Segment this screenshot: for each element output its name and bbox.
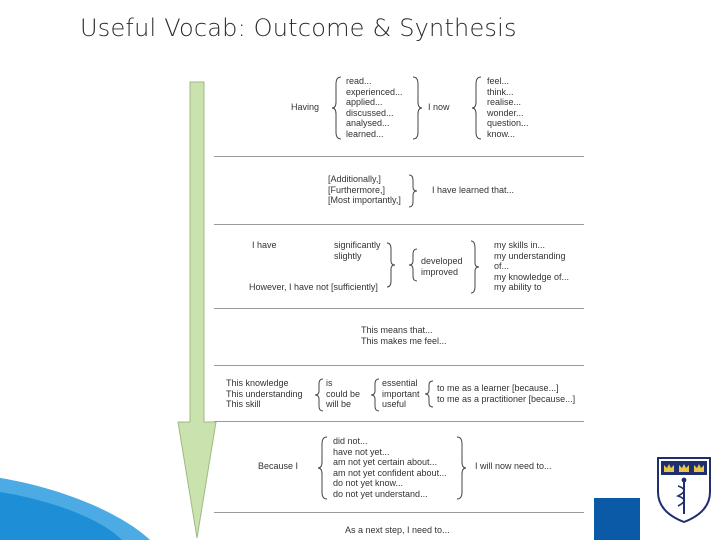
list-item: to me as a learner [because...] (437, 383, 559, 393)
because-label: Because I (258, 461, 299, 471)
list-item: to me as a practitioner [because...] (437, 393, 576, 404)
list-item: This makes me feel... (361, 335, 447, 346)
right-brace-icon (408, 174, 418, 208)
right-brace-icon (412, 76, 422, 140)
list-item: [Furthermore,] (328, 184, 386, 195)
list-item: have not yet... (333, 446, 390, 457)
list-item: could be (326, 388, 361, 399)
list-item: am not yet certain about... (333, 457, 438, 468)
list-item: realise... (487, 97, 522, 108)
row-divider (214, 156, 584, 157)
i-now-label: I now (428, 102, 450, 112)
left-brace-icon (472, 76, 482, 140)
left-brace-icon (408, 248, 418, 282)
left-brace-icon (314, 378, 324, 412)
row-divider (214, 421, 584, 422)
page-title: Useful Vocab: Outcome & Synthesis (80, 14, 517, 42)
list-item: know... (487, 128, 516, 139)
right-brace-icon (470, 240, 480, 294)
list-item: significantly (334, 240, 381, 250)
context-list: to me as a learner [because...] to me as… (437, 383, 575, 404)
row-divider (214, 512, 584, 513)
list-item: do not yet know... (333, 478, 404, 489)
list-item: applied... (346, 97, 383, 108)
list-item: wonder... (487, 107, 524, 118)
university-crest-icon (657, 457, 711, 524)
list-item: essential (382, 378, 418, 388)
verb-list: read... experienced... applied... discus… (346, 76, 403, 140)
connective-list: [Additionally,] [Furthermore,] [Most imp… (328, 174, 401, 206)
list-item: developed (421, 256, 463, 266)
blue-corner-block (594, 498, 640, 540)
list-item: my understanding (494, 250, 566, 261)
modal-list: is could be will be (326, 378, 360, 410)
list-item: learned... (346, 128, 384, 139)
list-item: question... (487, 118, 529, 129)
list-item: my ability to (494, 282, 542, 293)
next-step-phrase: As a next step, I need to... (345, 525, 450, 535)
list-item: read... (346, 76, 372, 86)
list-item: This skill (226, 399, 261, 410)
list-item: experienced... (346, 86, 403, 97)
row-divider (214, 365, 584, 366)
list-item: [Additionally,] (328, 174, 381, 184)
list-item: feel... (487, 76, 510, 86)
subject-list: This knowledge This understanding This s… (226, 378, 303, 410)
skills-list: my skills in... my understanding of... m… (494, 240, 569, 293)
degree-list: significantly slightly (334, 240, 381, 261)
down-arrow-icon (177, 81, 217, 539)
list-item: did not... (333, 436, 368, 446)
list-item: my skills in... (494, 240, 546, 250)
feeling-list: feel... think... realise... wonder... qu… (487, 76, 529, 140)
list-item: am not yet confident about... (333, 467, 447, 478)
list-item: useful (382, 399, 407, 410)
list-item: think... (487, 86, 514, 97)
left-brace-icon (424, 380, 434, 408)
i-have-label: I have (252, 240, 277, 250)
list-item: my knowledge of... (494, 271, 570, 282)
row-divider (214, 308, 584, 309)
right-brace-icon (456, 436, 466, 500)
learned-phrase: I have learned that... (432, 185, 515, 195)
list-item: improved (421, 266, 459, 277)
list-item: is (326, 378, 333, 388)
list-item: This knowledge (226, 378, 289, 388)
developed-list: developed improved (421, 256, 463, 277)
list-item: This means that... (361, 325, 433, 335)
list-item: important (382, 388, 420, 399)
list-item: do not yet understand... (333, 488, 428, 499)
list-item: This understanding (226, 388, 303, 399)
left-brace-icon (370, 378, 380, 412)
list-item: analysed... (346, 118, 390, 129)
list-item: will be (326, 399, 352, 410)
list-item: of... (494, 261, 510, 272)
having-label: Having (291, 102, 320, 112)
list-item: [Most importantly,] (328, 195, 401, 206)
reason-list: did not... have not yet... am not yet ce… (333, 436, 447, 500)
list-item: discussed... (346, 107, 394, 118)
row-divider (214, 224, 584, 225)
however-phrase: However, I have not [sufficiently] (249, 282, 378, 292)
meaning-phrases: This means that... This makes me feel... (361, 325, 447, 346)
blue-swoosh-highlight (0, 478, 150, 540)
quality-list: essential important useful (382, 378, 420, 410)
left-brace-icon (332, 76, 342, 140)
right-brace-icon (386, 242, 396, 288)
need-phrase: I will now need to... (475, 461, 552, 471)
left-brace-icon (318, 436, 328, 500)
list-item: slightly (334, 250, 362, 261)
